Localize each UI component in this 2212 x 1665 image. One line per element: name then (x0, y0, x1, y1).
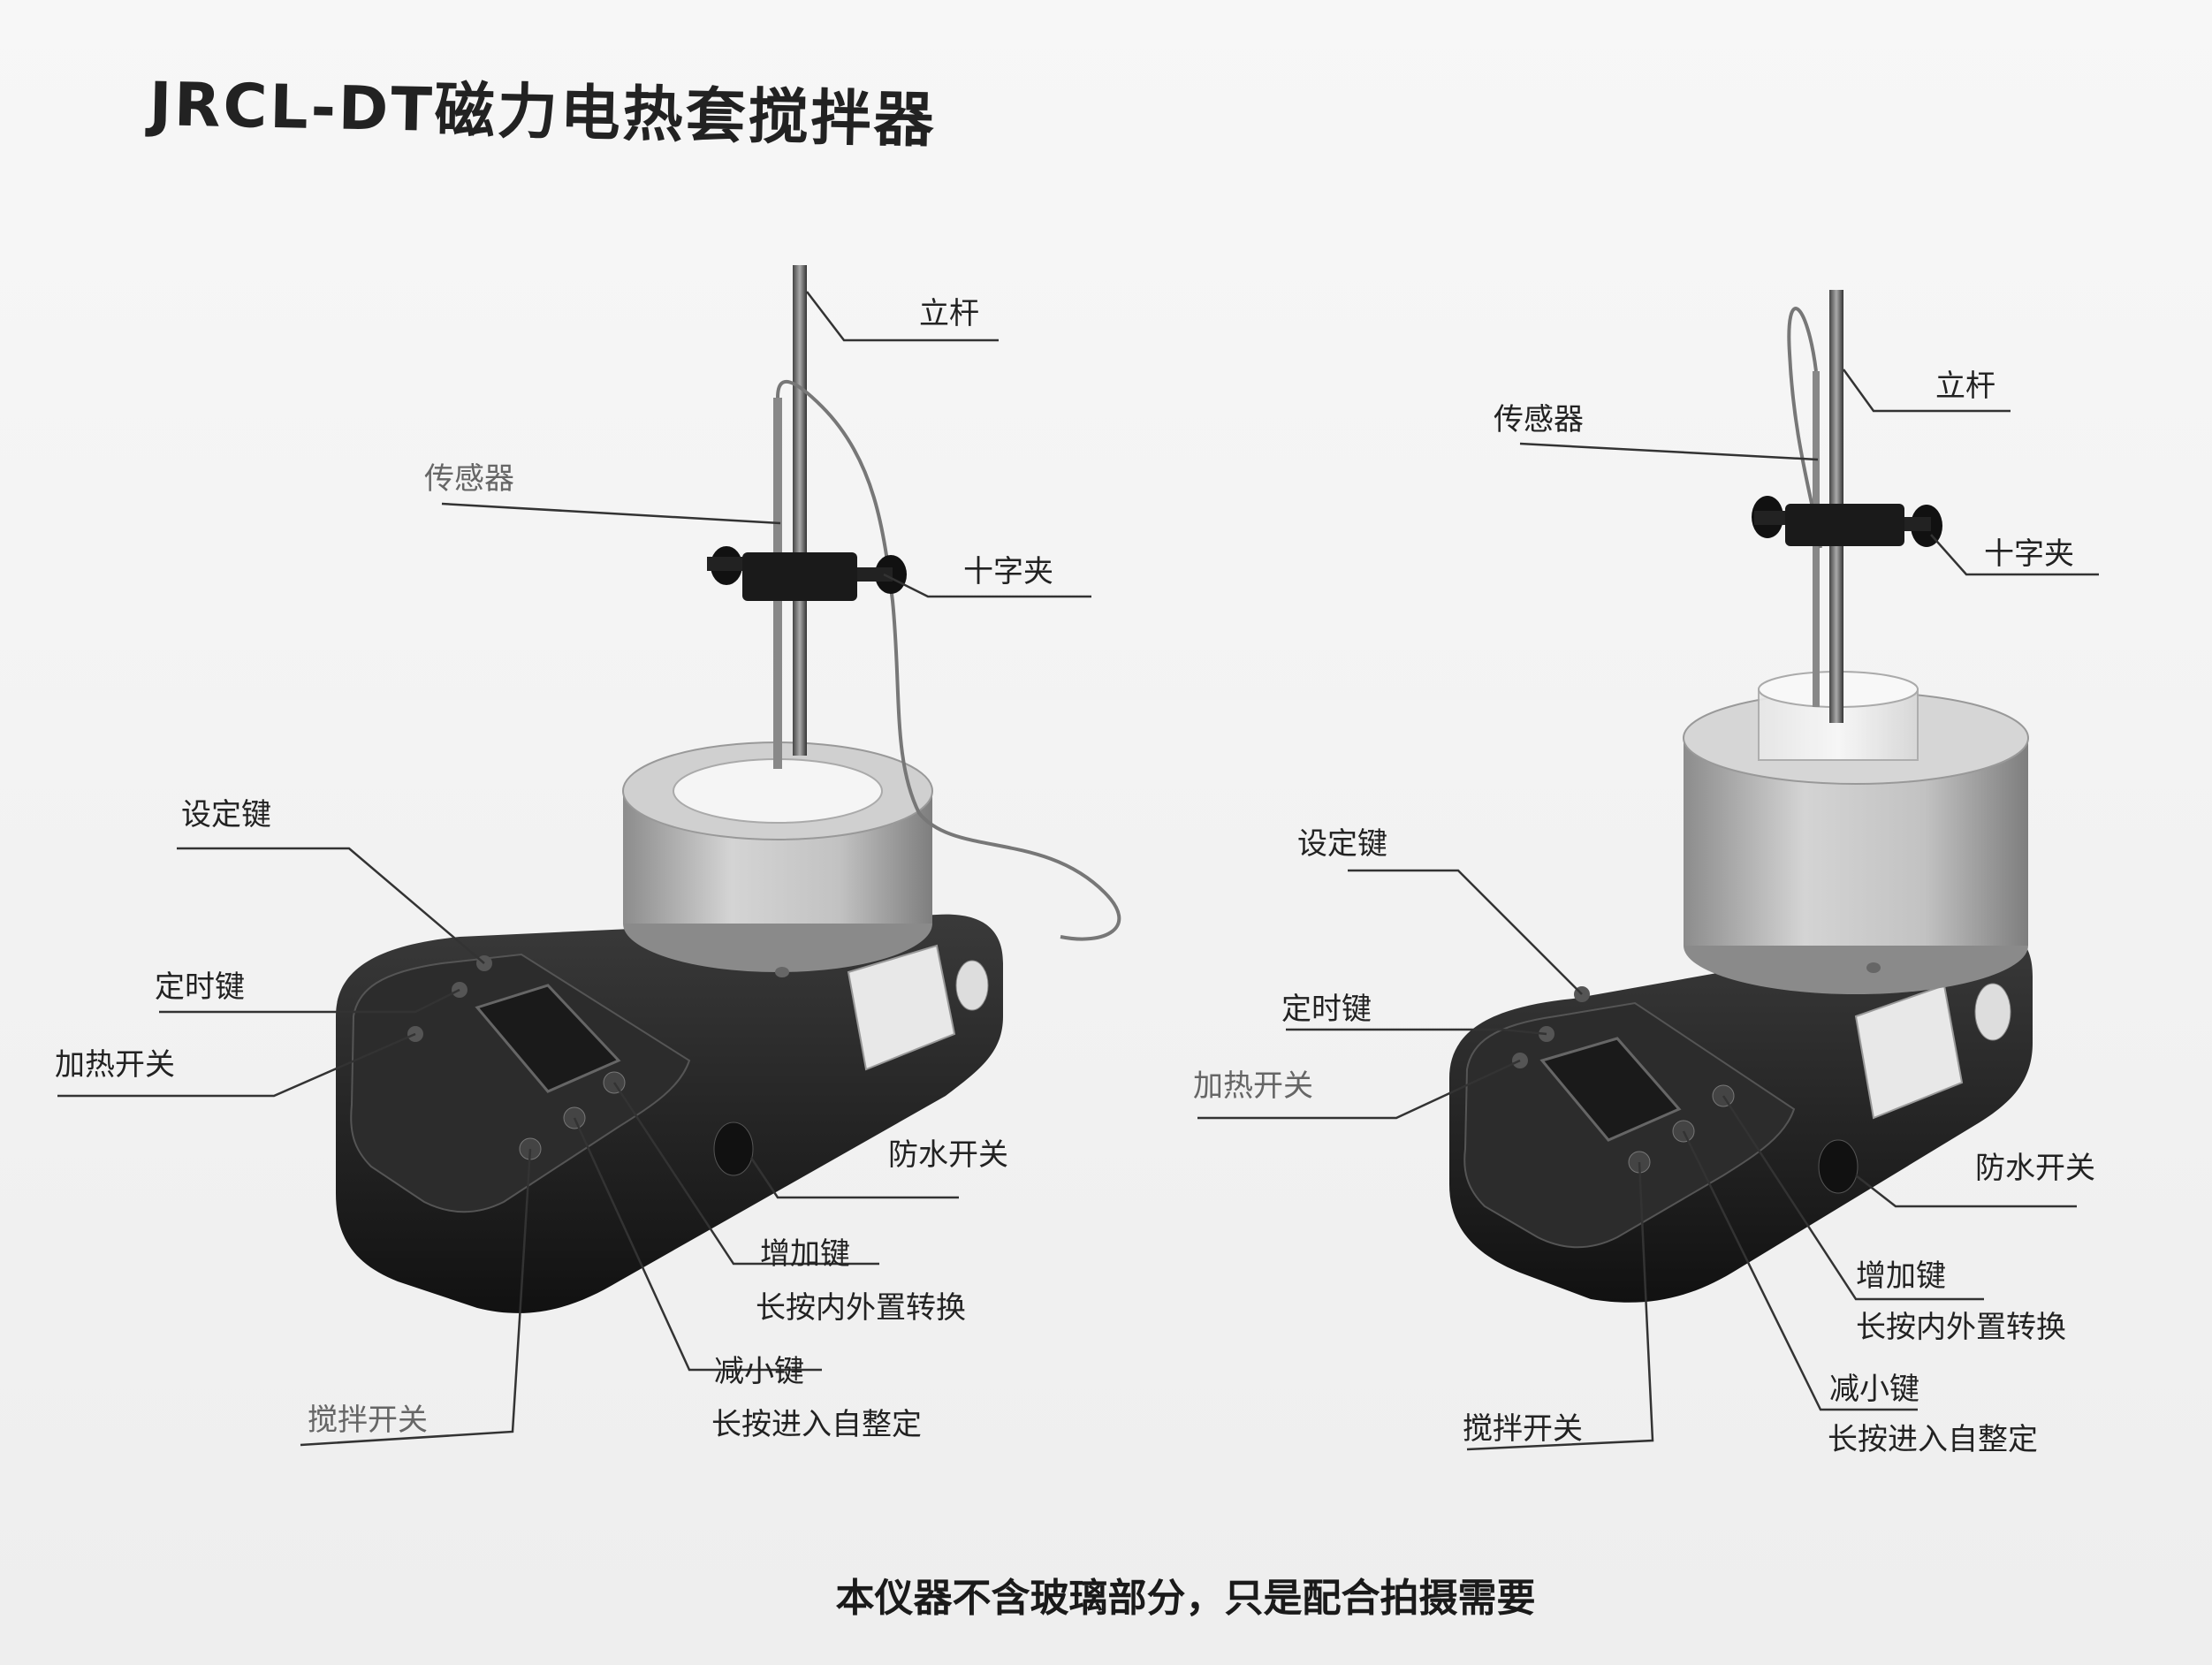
right-spec-plate (1854, 984, 1964, 1120)
left-stirrer (336, 265, 1121, 1313)
left-label-heat-switch: 加热开关 (55, 1047, 175, 1083)
left-display-screen (475, 984, 621, 1093)
left-cross-clamp (742, 552, 857, 601)
right-label-decrease-key: 减小键 (1829, 1372, 1919, 1407)
right-display-screen (1539, 1037, 1682, 1142)
left-label-waterproof-switch: 防水开关 (888, 1137, 1008, 1173)
right-label-increase-key: 增加键 (1856, 1258, 1946, 1294)
right-label-rod: 立杆 (1935, 369, 1995, 404)
footer-note: 本仪器不含玻璃部分，只是配合拍摄需要 (835, 1576, 1536, 1621)
left-label-rod: 立杆 (919, 296, 979, 331)
left-sensor-cable (776, 379, 1121, 941)
right-label-increase-note: 长按内外置转换 (1856, 1310, 2066, 1345)
left-label-increase-key: 增加键 (760, 1236, 850, 1272)
right-label-stir-switch: 搅拌开关 (1463, 1411, 1583, 1447)
right-cross-clamp (1785, 504, 1904, 546)
right-leader-lines (1197, 369, 2099, 1451)
left-label-sensor: 传感器 (424, 461, 514, 497)
right-label-heat-switch: 加热开关 (1193, 1068, 1313, 1104)
right-label-timer-key: 定时键 (1281, 992, 1372, 1027)
right-sensor-cable (1787, 307, 1822, 549)
left-label-stir-switch: 搅拌开关 (308, 1403, 428, 1438)
left-label-increase-note: 长按内外置转换 (756, 1290, 966, 1326)
left-logo-badge (955, 960, 989, 1011)
left-waterproof-knob[interactable] (713, 1121, 754, 1176)
right-label-clamp: 十字夹 (1984, 536, 2074, 572)
left-label-set-key: 设定键 (181, 797, 271, 832)
left-label-decrease-key: 减小键 (714, 1354, 804, 1389)
right-label-decrease-note: 长按进入自整定 (1828, 1422, 2038, 1457)
left-spec-plate (847, 944, 956, 1071)
right-logo-badge (1974, 983, 2011, 1041)
right-label-set-key: 设定键 (1297, 826, 1387, 862)
left-support-rod (793, 265, 807, 756)
left-label-decrease-note: 长按进入自整定 (711, 1407, 922, 1442)
right-label-sensor: 传感器 (1494, 402, 1584, 437)
right-label-waterproof-switch: 防水开关 (1975, 1151, 2095, 1186)
left-label-timer-key: 定时键 (155, 969, 245, 1005)
right-stirrer (1449, 290, 2033, 1303)
left-leader-lines (57, 291, 1091, 1447)
left-control-panel (350, 953, 691, 1213)
right-waterproof-knob[interactable] (1818, 1139, 1859, 1194)
left-label-clamp: 十字夹 (963, 554, 1053, 589)
